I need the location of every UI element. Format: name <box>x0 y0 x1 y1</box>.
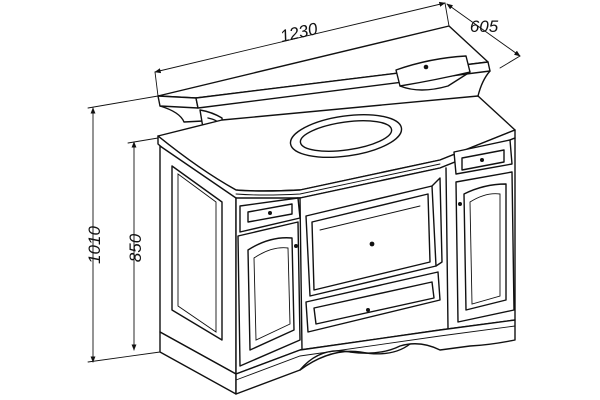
base-trim-line <box>235 325 516 381</box>
right-top-drawer <box>453 139 513 175</box>
shelf-right-drawer-knob <box>423 64 429 70</box>
right-top-drawer-panel <box>461 149 505 171</box>
left-side-panel-inner <box>177 173 217 333</box>
countertop <box>157 95 516 200</box>
left-side-raised-panel <box>171 165 223 341</box>
width-extension-right <box>444 2 450 27</box>
depth-dimension-line <box>446 3 521 57</box>
center-bottom-drawer-panel <box>313 281 435 325</box>
left-door-panel-inner <box>253 247 291 341</box>
sink-basin-rim <box>289 114 403 158</box>
total-height-dimension-label: 1010 <box>85 226 104 264</box>
shelf-front-left-edge <box>157 95 199 109</box>
left-pilaster <box>299 197 303 351</box>
right-door-panel-inner <box>469 193 501 305</box>
body-height-dimension-label: 850 <box>126 233 145 262</box>
left-door-knob <box>294 244 298 248</box>
center-drawer-panel <box>311 193 431 291</box>
dimension-depth-group: 605 <box>446 3 521 69</box>
sink-basin-inner <box>299 120 393 152</box>
width-dimension-label: 1230 <box>278 19 320 46</box>
base-arch <box>299 343 411 371</box>
right-door-knob <box>458 202 462 206</box>
center-drawer-knob <box>369 241 375 247</box>
center-drawer-line <box>319 205 421 231</box>
left-top-drawer-panel <box>247 203 293 223</box>
countertop-edge-detail <box>235 163 441 196</box>
cabinet-base <box>159 319 516 395</box>
right-top-drawer-knob <box>480 158 484 162</box>
dimension-body-height-group: 850 <box>126 137 159 351</box>
total-height-extension-top <box>87 95 159 109</box>
cabinet-body <box>159 137 516 375</box>
left-top-drawer-knob <box>268 211 272 215</box>
left-door-panel <box>247 237 295 351</box>
center-drawer-side <box>431 177 443 267</box>
width-extension-left <box>154 71 159 97</box>
center-bottom-drawer-knob <box>366 308 370 312</box>
depth-extension <box>499 55 521 69</box>
dimension-total-height-group: 1010 <box>85 95 161 363</box>
left-door <box>237 221 301 367</box>
body-height-extension-top <box>127 137 159 144</box>
shelf-molding-left <box>159 105 223 123</box>
right-pilaster <box>445 167 449 329</box>
width-dimension-line <box>154 1 446 74</box>
right-door-panel <box>463 183 507 311</box>
depth-dimension-label: 605 <box>470 17 499 36</box>
shelf-molding-right <box>477 70 491 97</box>
shelf-right-drawer-bottom <box>399 71 471 91</box>
total-height-extension-bottom <box>87 351 161 363</box>
